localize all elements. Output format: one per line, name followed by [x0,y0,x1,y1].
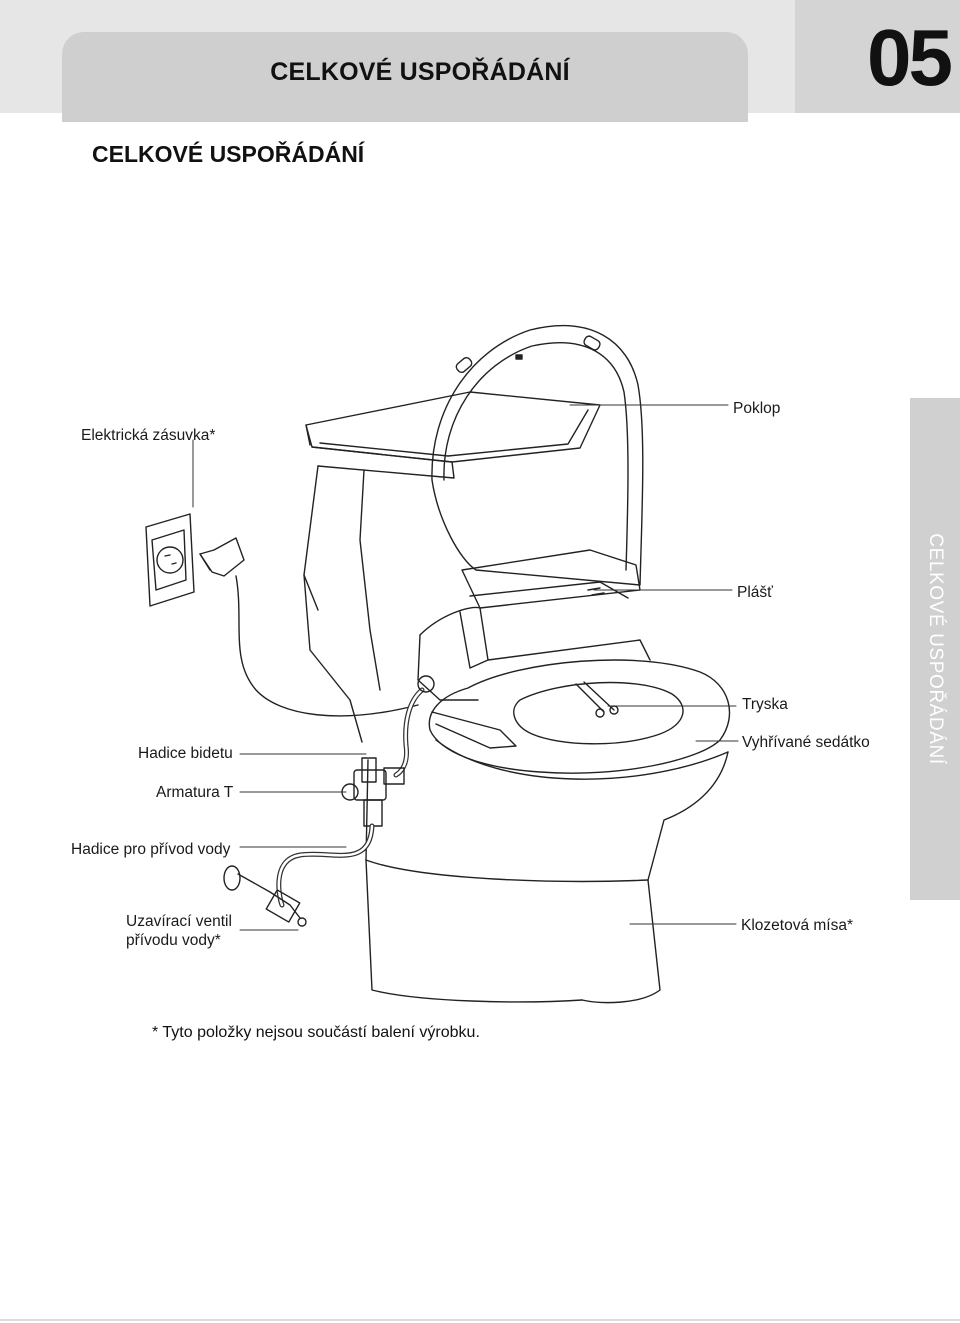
outlet-label: Elektrická zásuvka* [81,427,216,444]
footnote: * Tyto položky nejsou součástí balení vý… [152,1024,480,1041]
leader-lines [192,404,739,931]
page-header-title: CELKOVÉ USPOŘÁDÁNÍ [270,58,570,86]
bottom-rule [0,1319,960,1321]
side-tab [910,398,960,900]
valve-label-line2: přívodu vody* [126,932,221,949]
heated-seat-label: Vyhřívané sedátko [742,734,870,751]
lid-label: Poklop [733,400,781,417]
outlet-illustration [145,513,419,717]
page-number: 05 [867,13,953,102]
cistern-illustration [303,391,601,743]
t-fitting-label: Armatura T [156,784,234,801]
seat-illustration [417,549,731,774]
bowl-illustration [365,739,729,1004]
supply-hose-label: Hadice pro přívod vody [71,841,231,858]
nozzle-label: Tryska [742,696,788,713]
plumbing-illustration [223,675,435,927]
bowl-label: Klozetová mísa* [741,917,853,934]
bidet-hose-label: Hadice bidetu [138,745,233,762]
section-title: CELKOVÉ USPOŘÁDÁNÍ [92,141,365,167]
valve-label-line1: Uzavírací ventil [126,913,232,930]
page-number-box [795,0,960,113]
cover-label: Plášť [737,584,773,601]
lid-illustration [431,325,644,586]
header-tab [62,32,748,122]
